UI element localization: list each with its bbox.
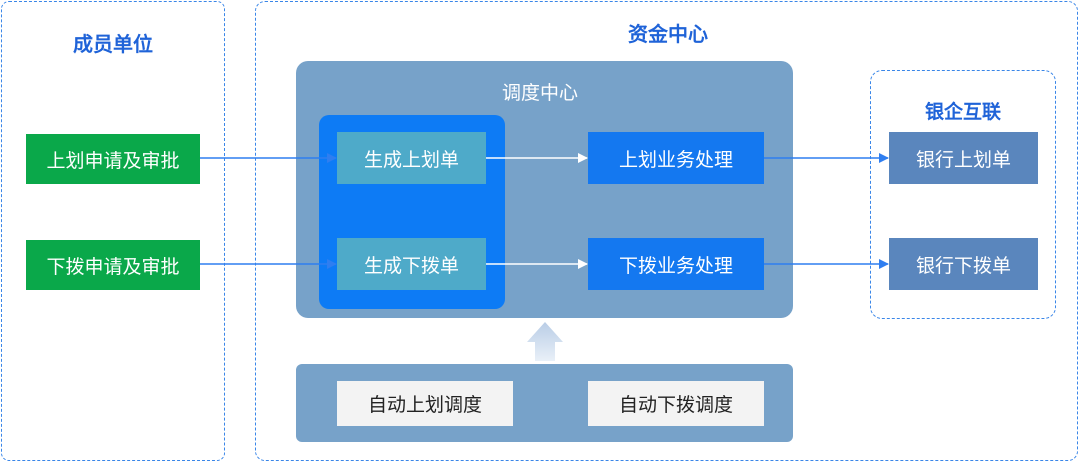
- member-units-region: [1, 1, 225, 461]
- dispatch-center-title: 调度中心: [501, 82, 578, 104]
- auto-dispatch-up-arrow: [527, 322, 563, 361]
- bank-link-region: [870, 70, 1056, 319]
- fund-center-region: [255, 1, 1078, 461]
- bank-upward-box: 银行上划单: [889, 132, 1038, 184]
- bank-downward-box: 银行下拨单: [889, 238, 1038, 290]
- bank-link-title: 银企互联: [924, 101, 1001, 123]
- auto-downward-box: 自动下拨调度: [588, 381, 764, 426]
- auto-upward-box: 自动上划调度: [337, 381, 513, 426]
- fund-center-title: 资金中心: [628, 22, 708, 46]
- generate-downward-box: 生成下拨单: [337, 238, 486, 290]
- upward-request-box: 上划申请及审批: [26, 134, 200, 184]
- upward-processing-box: 上划业务处理: [588, 132, 764, 184]
- generate-upward-box: 生成上划单: [337, 132, 486, 184]
- downward-request-box: 下拨申请及审批: [26, 240, 200, 290]
- downward-processing-box: 下拨业务处理: [588, 238, 764, 290]
- member-units-title: 成员单位: [73, 32, 153, 56]
